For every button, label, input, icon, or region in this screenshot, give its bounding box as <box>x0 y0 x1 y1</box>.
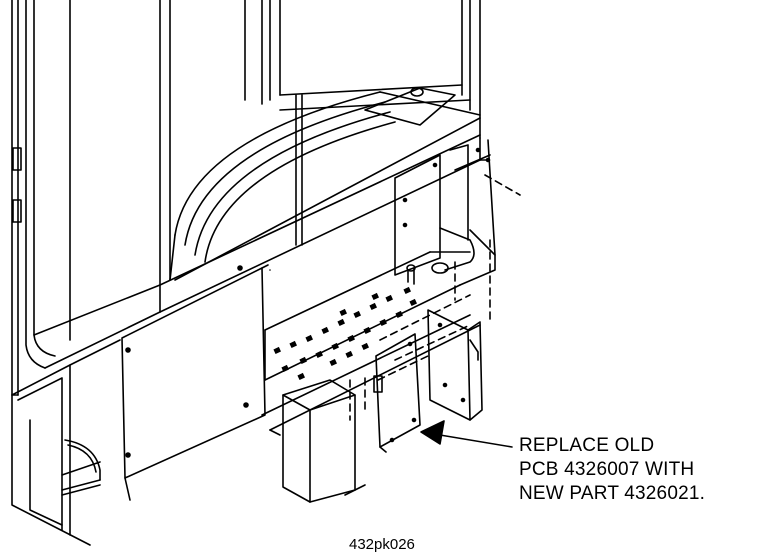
callout-line-1: REPLACE OLD <box>519 435 655 456</box>
callout-arrow <box>421 421 512 447</box>
door-panel <box>34 0 170 368</box>
component-grid <box>273 286 417 380</box>
callout-line-2: PCB 4326007 WITH <box>519 459 695 480</box>
drum-arc <box>170 92 480 280</box>
pcb-cover-box <box>283 380 355 502</box>
exploded-view-guides <box>350 175 520 420</box>
base-tray <box>262 228 495 430</box>
callout-line-3: NEW PART 4326021. <box>519 483 706 504</box>
cabinet-left-wall <box>12 0 90 545</box>
cabinet-right-frame <box>245 0 480 270</box>
replacement-callout: REPLACE OLD PCB 4326007 WITH NEW PART 43… <box>519 434 705 506</box>
figure-id-label: 432pk026 <box>349 536 415 553</box>
back-bracket <box>395 145 490 275</box>
pcb-board-old <box>374 334 420 452</box>
base-right-edge <box>270 430 365 490</box>
left-compartment <box>12 340 120 535</box>
pcb-mounting-bracket <box>428 310 482 420</box>
front-rail <box>160 135 495 312</box>
front-access-panel <box>122 265 268 500</box>
